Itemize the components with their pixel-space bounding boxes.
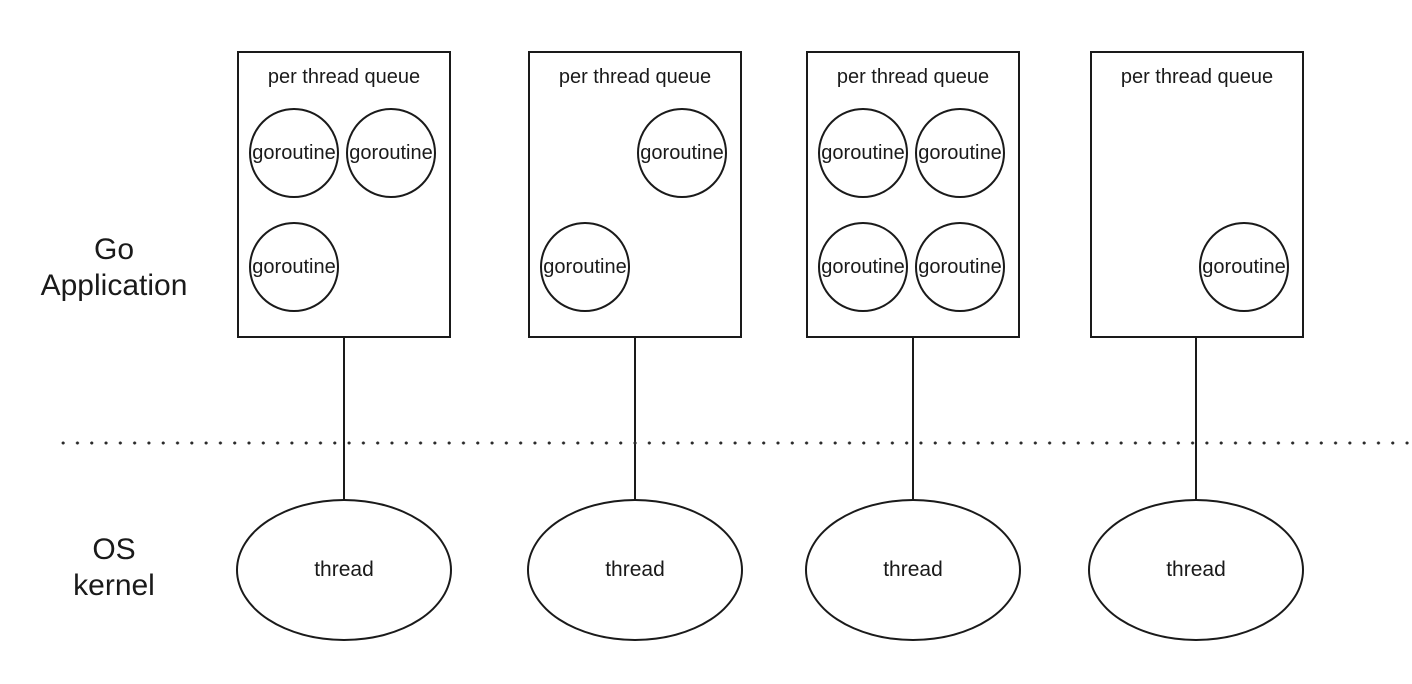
queue-to-thread-connector-3 bbox=[912, 338, 914, 500]
per-thread-queue-box-2: per thread queue goroutine goroutine bbox=[528, 51, 742, 338]
app-kernel-boundary-dotted-line bbox=[56, 441, 1412, 445]
goroutine-circle: goroutine bbox=[249, 222, 339, 312]
goroutine-label: goroutine bbox=[821, 255, 905, 278]
goroutine-circle: goroutine bbox=[818, 222, 908, 312]
thread-label: thread bbox=[883, 558, 943, 581]
queue-to-thread-connector-1 bbox=[343, 338, 345, 500]
thread-ellipse-1: thread bbox=[236, 499, 452, 641]
per-thread-queue-box-4: per thread queue goroutine bbox=[1090, 51, 1304, 338]
queue-title: per thread queue bbox=[558, 66, 712, 88]
thread-label: thread bbox=[605, 558, 665, 581]
goroutine-circle: goroutine bbox=[249, 108, 339, 198]
queue-to-thread-connector-4 bbox=[1195, 338, 1197, 500]
go-application-label-line2: Application bbox=[40, 269, 188, 302]
queue-title: per thread queue bbox=[836, 66, 990, 88]
thread-label: thread bbox=[314, 558, 374, 581]
thread-ellipse-4: thread bbox=[1088, 499, 1304, 641]
goroutine-label: goroutine bbox=[543, 255, 627, 278]
goroutine-circle: goroutine bbox=[346, 108, 436, 198]
go-application-label: Go Application bbox=[2, 232, 226, 304]
goroutine-label: goroutine bbox=[252, 141, 336, 164]
goroutine-label: goroutine bbox=[349, 141, 433, 164]
per-thread-queue-box-1: per thread queue goroutine goroutine gor… bbox=[237, 51, 451, 338]
goroutine-label: goroutine bbox=[252, 255, 336, 278]
goroutine-label: goroutine bbox=[918, 141, 1002, 164]
goroutine-circle: goroutine bbox=[1199, 222, 1289, 312]
per-thread-queue-box-3: per thread queue goroutine goroutine gor… bbox=[806, 51, 1020, 338]
goroutine-circle: goroutine bbox=[540, 222, 630, 312]
os-kernel-label-line2: kernel bbox=[73, 569, 155, 602]
goroutine-label: goroutine bbox=[918, 255, 1002, 278]
queue-title: per thread queue bbox=[1120, 66, 1274, 88]
goroutine-circle: goroutine bbox=[818, 108, 908, 198]
goroutine-circle: goroutine bbox=[915, 108, 1005, 198]
thread-label: thread bbox=[1166, 558, 1226, 581]
os-kernel-label: OS kernel bbox=[2, 532, 226, 604]
thread-ellipse-3: thread bbox=[805, 499, 1021, 641]
go-application-label-line1: Go bbox=[93, 233, 135, 266]
goroutine-label: goroutine bbox=[821, 141, 905, 164]
queue-to-thread-connector-2 bbox=[634, 338, 636, 500]
os-kernel-label-line1: OS bbox=[92, 533, 136, 566]
queue-title: per thread queue bbox=[267, 66, 421, 88]
goroutine-label: goroutine bbox=[1202, 255, 1286, 278]
goroutine-label: goroutine bbox=[640, 141, 724, 164]
goroutine-circle: goroutine bbox=[915, 222, 1005, 312]
thread-ellipse-2: thread bbox=[527, 499, 743, 641]
goroutine-circle: goroutine bbox=[637, 108, 727, 198]
